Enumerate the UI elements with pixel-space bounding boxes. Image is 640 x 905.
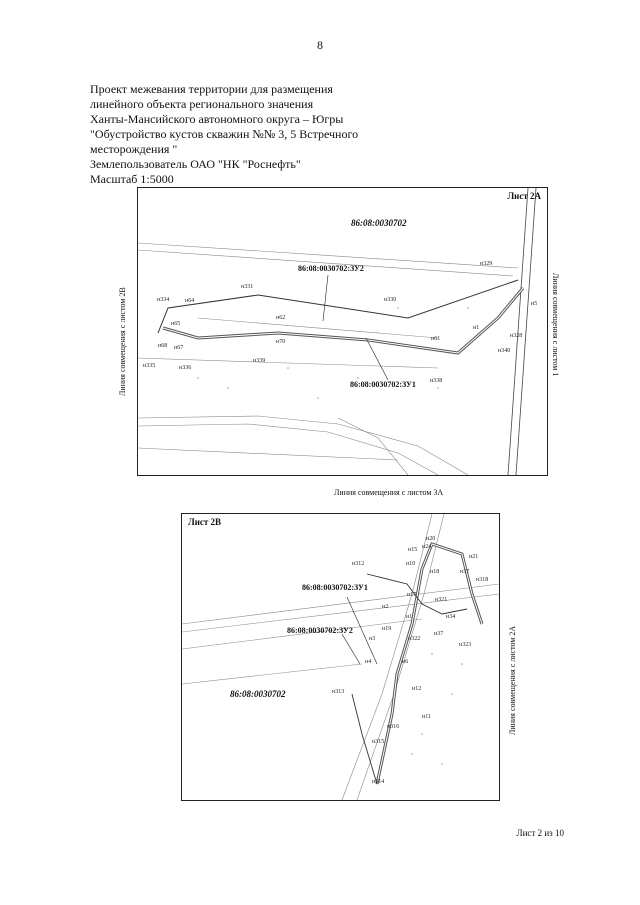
point-label: н2 (382, 604, 389, 610)
point-label: н334 (157, 297, 170, 303)
point-label: н340 (498, 348, 511, 354)
point-label: н313 (332, 689, 345, 695)
point-label: н335 (143, 363, 156, 369)
point-label: н1 (406, 614, 413, 620)
point-label: н330 (384, 297, 397, 303)
map-2a-drawing (138, 188, 537, 475)
point-label: н315 (372, 739, 385, 745)
point-label: н316 (387, 724, 400, 730)
page-number: 8 (317, 38, 323, 52)
map-sheet-2a: Лист 2А 86:08:0030702 86:08:0030702:ЗУ2 … (137, 187, 548, 476)
sheet-label: Лист 2А (507, 191, 541, 201)
point-label: н68 (158, 343, 168, 349)
point-label: н328 (510, 333, 523, 339)
point-label: н61 (431, 336, 441, 342)
point-label: н3 (369, 636, 376, 642)
header-line: линейного объекта регионального значения (90, 97, 314, 111)
point-label: н321 (435, 597, 448, 603)
header-line: Масштаб 1:5000 (90, 172, 174, 186)
header-line: "Обустройство кустов скважин №№ 3, 5 Вст… (90, 127, 359, 141)
point-label: н318 (476, 577, 489, 583)
point-label: н12 (412, 686, 422, 692)
header-line: месторождения " (90, 142, 178, 156)
header-line: Проект межевания территории для размещен… (90, 82, 333, 96)
point-label: н70 (276, 339, 286, 345)
sheet-label: Лист 2В (188, 517, 222, 527)
point-label: н20 (426, 536, 436, 542)
point-label: н10 (406, 561, 416, 567)
point-label: н17 (407, 592, 417, 598)
cadastral-block-label: 86:08:0030702 (351, 218, 407, 228)
zu1-label: 86:08:0030702:ЗУ1 (350, 380, 416, 389)
map-sheet-2b: Лист 2В 86:08:0030702 86:08:0030702:ЗУ1 … (181, 513, 500, 801)
point-label: н11 (422, 714, 431, 720)
match-line-note-bottom: Линия совмещения с листом 3А (334, 488, 444, 497)
cadastral-block-label: 86:08:0030702 (230, 689, 286, 699)
map-2b-drawing (182, 514, 499, 800)
point-label: н336 (179, 365, 192, 371)
point-label: н67 (174, 345, 184, 351)
zu2-label: 86:08:0030702:ЗУ2 (298, 264, 364, 273)
point-label: н37 (460, 569, 470, 575)
sheet-counter: Лист 2 из 10 (516, 828, 564, 838)
point-label: н65 (171, 321, 181, 327)
point-label: н6 (402, 659, 409, 665)
point-label: н314 (372, 779, 385, 785)
point-label: н19 (382, 626, 392, 632)
point-label: н18 (430, 569, 440, 575)
document-header: Проект межевания территории для размещен… (90, 82, 420, 187)
point-label: н5 (531, 301, 538, 307)
point-label: н331 (241, 284, 254, 290)
point-label: н4 (365, 659, 372, 665)
point-label: н1 (473, 325, 480, 331)
match-line-note-right-2b: Линия совмещения с листом 2А (508, 625, 517, 735)
point-label: н322 (408, 636, 421, 642)
header-line: Землепользователь ОАО "НК "Роснефть" (90, 157, 301, 171)
point-label: н24 (422, 544, 432, 550)
point-label: н15 (408, 547, 418, 553)
point-label: н62 (276, 315, 286, 321)
header-line: Ханты-Мансийского автономного округа – Ю… (90, 112, 344, 126)
point-label: н338 (430, 378, 443, 384)
match-line-note-left: Линия совмещения с листом 2В (118, 287, 127, 396)
point-label: н339 (253, 358, 266, 364)
point-label: н312 (352, 561, 365, 567)
zu2-label: 86:08:0030702:ЗУ2 (287, 626, 353, 635)
point-label: н34 (446, 614, 456, 620)
match-line-note-right: Линия совмещения с листом 1 (551, 273, 560, 377)
point-label: н21 (469, 554, 479, 560)
point-label: н329 (480, 261, 493, 267)
point-label: н37 (434, 631, 444, 637)
point-label: н64 (185, 298, 195, 304)
zu1-label: 86:08:0030702:ЗУ1 (302, 583, 368, 592)
point-label: н323 (459, 642, 472, 648)
